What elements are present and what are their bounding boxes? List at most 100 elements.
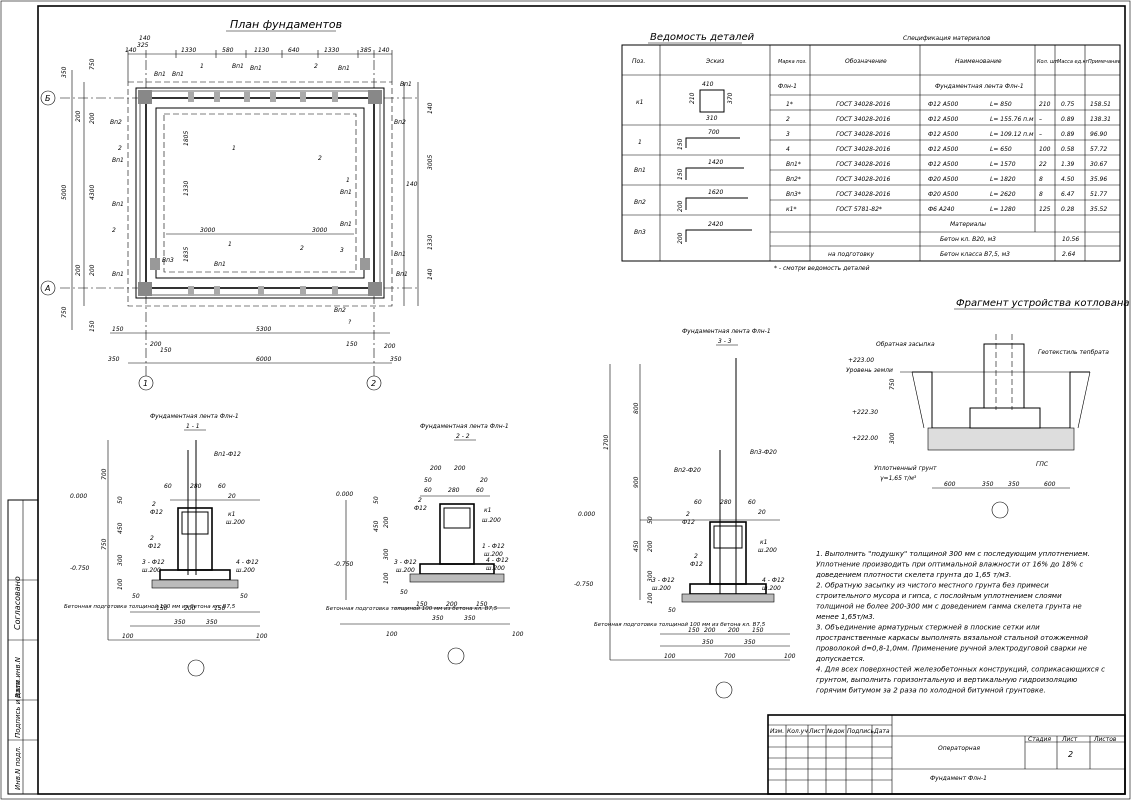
spec-cell-prim: 30.67 (1090, 161, 1107, 168)
plan-lbl-2a: 2 (314, 63, 318, 70)
spec-cell-marka: к1* (786, 206, 796, 213)
spec-cell-len: L= 2620 (990, 191, 1016, 198)
sec3-lvl1: -0.750 (574, 581, 594, 588)
left-dim-750: 750 (89, 58, 96, 70)
sk-vp3: Вп3 (634, 229, 646, 236)
sk-vp2-200: 200 (677, 200, 684, 212)
sec2-50b: 50 (373, 496, 380, 504)
plan-lbl-vp1-d: Вп1 (250, 65, 262, 72)
spec-cell-len: L= 109.12 п.м (990, 131, 1034, 138)
spec-cell-marka: 4 (786, 146, 790, 153)
sec3-2a: 2 (686, 511, 690, 518)
plan-lbl-2c: 2 (112, 227, 116, 234)
frag-750: 750 (889, 378, 896, 390)
plan-lbl-1b: 1 (228, 241, 232, 248)
frag-gamma: γ=1,65 т/м³ (880, 475, 917, 482)
frag-350b: 350 (1008, 481, 1020, 488)
plan-lbl-vp1-l: Вп1 (340, 189, 352, 196)
sec2-1: 1 - Ф12 (482, 543, 505, 550)
sec1-3: 3 - Ф12 (142, 559, 165, 566)
note-line: Уплотнение производить при оптимальной в… (816, 561, 1083, 569)
spec-title: Спецификация материалов (903, 35, 991, 42)
plan-lbl-vp1-k: Вп1 (340, 221, 352, 228)
fragment-title: Фрагмент устройства котлована (956, 298, 1130, 309)
frag-geo: Геотекстиль тепбрата (1038, 349, 1109, 356)
spec-cell-kol: 22 (1039, 161, 1047, 168)
sec3-b2: 200 (728, 627, 740, 634)
stamp-kol: Кол.уч (787, 728, 808, 735)
top-dim-0: 140 (125, 47, 137, 54)
sk-vp3-200: 200 (677, 232, 684, 244)
top-dim-8: 140 (378, 47, 390, 54)
materials-label: Материалы (950, 221, 986, 228)
left-dim-150: 150 (89, 320, 96, 332)
sec1-50: 50 (117, 496, 124, 504)
plan-lbl-vp1-f: Вп1 (400, 81, 412, 88)
sec2-2: 2 (418, 497, 422, 504)
note-line: грунтом, выполнить горизонтальную и верт… (816, 676, 1077, 684)
spec-cell-oboz: ГОСТ 34028-2016 (836, 161, 891, 168)
spec-cell-marka: 2 (786, 116, 790, 123)
sec3-vp3: Вп3-Ф20 (750, 449, 777, 456)
details-table: Ведомость деталей Спецификация материало… (621, 32, 1121, 272)
frag-grunt: Уплотненный грунт (874, 465, 937, 472)
top-dim-1: 325 (137, 42, 149, 49)
sec3-300: 300 (647, 570, 654, 582)
sec2-b5: 100 (386, 631, 398, 638)
spec-cell-massa: 6.47 (1061, 191, 1075, 198)
th-kol: Кол. шт. (1037, 59, 1059, 65)
left-dim-4300: 4300 (89, 185, 96, 200)
spec-cell-naim: Ф20 А500 (928, 191, 958, 198)
note-line: горячим битумом за 2 раза по холодной би… (816, 687, 1046, 695)
sk-vp1-1420: 1420 (708, 159, 723, 166)
side-podp: Подпись и дата (14, 680, 22, 738)
stamp-izm: Изм. (770, 728, 784, 735)
note-line: доведением плотности скелета грунта до 1… (815, 571, 1011, 579)
stamp-stadiya: Стадия (1028, 736, 1051, 743)
frag-300: 300 (889, 432, 896, 444)
spec-cell-len: L= 1570 (990, 161, 1016, 168)
sk-k1-410: 410 (702, 81, 714, 88)
spec-cell-prim: 35.52 (1090, 206, 1107, 213)
plan-lbl-2d: 2 (300, 245, 304, 252)
side-inv: Инв.N подл. (14, 746, 22, 790)
spec-cell-massa: 0.89 (1061, 116, 1075, 123)
beton1-value: 10.56 (1062, 236, 1079, 243)
sec2-4: 4 - Ф12 (486, 557, 509, 564)
sec1-300: 300 (117, 554, 124, 566)
note-line: менее 1,65т/м3. (816, 613, 875, 621)
sec2-w1: ш.200 (484, 551, 503, 558)
sec3-b3: 150 (752, 627, 764, 634)
sec2-b7: 50 (400, 589, 408, 596)
title-block: Изм. Кол.уч Лист №док Подпись Дата Стади… (767, 714, 1126, 795)
bot-dim-150r: 150 (346, 341, 358, 348)
spec-cell-massa: 1.39 (1061, 161, 1075, 168)
sec1-b1: 200 (184, 605, 196, 612)
bot-dim-6000: 6000 (256, 356, 271, 363)
stamp-list-val: 2 (1068, 750, 1073, 759)
spec-cell-naim: Ф20 А500 (928, 176, 958, 183)
sec1-lvl0: 0.000 (70, 493, 87, 500)
right-dim-140a: 140 (427, 102, 434, 114)
stamp-name: Операторная (938, 745, 980, 752)
bot-dim-200r: 200 (384, 343, 396, 350)
spec-cell-oboz: ГОСТ 34028-2016 (836, 146, 891, 153)
spec-cell-marka: 3 (786, 131, 790, 138)
left-dim-350: 350 (61, 66, 68, 78)
plan-lbl-vp2-a: Вп2 (110, 119, 122, 126)
sec1-2b: 2 (150, 535, 154, 542)
spec-cell-kol: – (1039, 116, 1042, 123)
top-dim-6: 1330 (324, 47, 339, 54)
spec-cell-prim: 51.77 (1090, 191, 1107, 198)
spec-cell-len: L= 1280 (990, 206, 1016, 213)
footnote: * - смотри ведомость деталей (774, 265, 870, 272)
th-marka: Марка поз. (778, 59, 807, 65)
sec3-b6: 350 (744, 639, 756, 646)
sec2-20: 20 (480, 477, 488, 484)
sec3-f12a: Ф12 (682, 519, 695, 526)
spec-cell-naim: Ф12 А500 (928, 146, 958, 153)
sec3-60: 60 (694, 499, 702, 506)
stamp-list: Лист (808, 728, 825, 735)
